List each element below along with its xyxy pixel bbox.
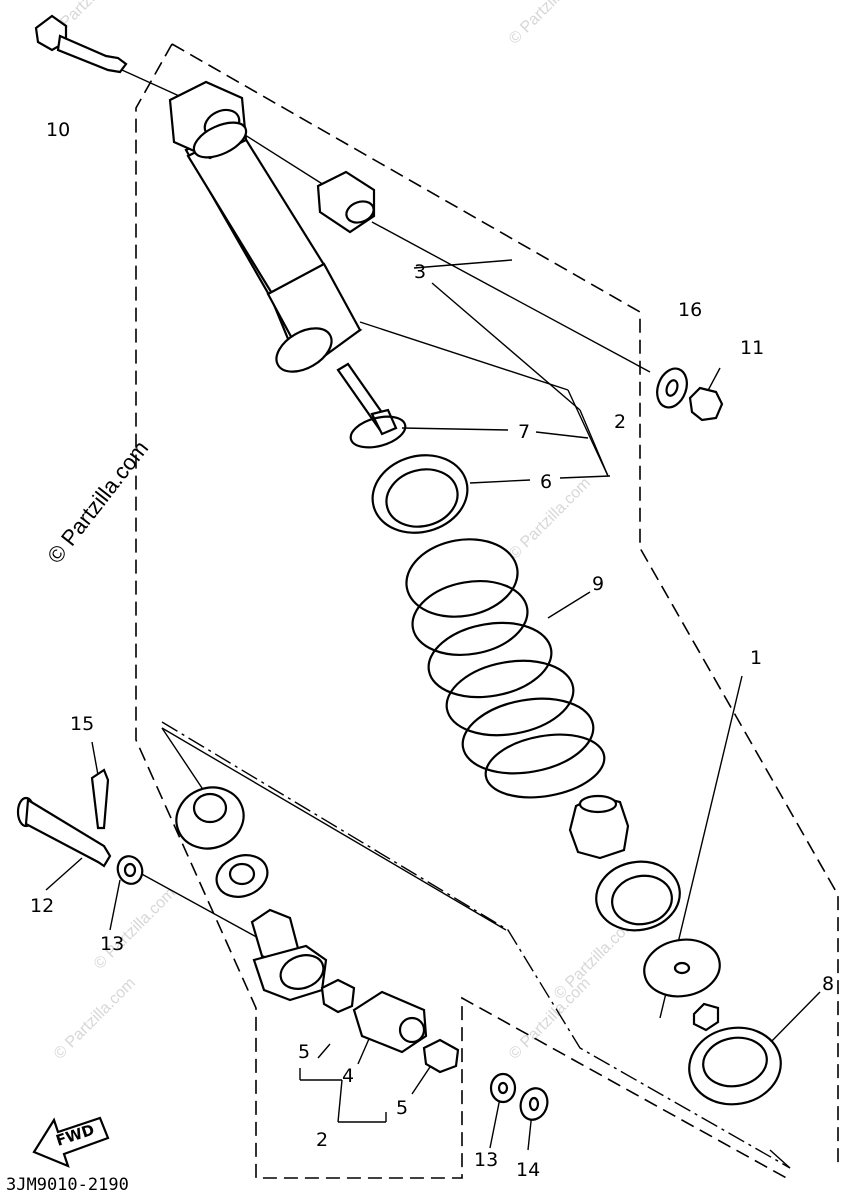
faint-watermark: © Partzilla.com: [51, 975, 139, 1063]
callout-14: 14: [516, 1159, 540, 1181]
lower-cup: [595, 860, 681, 932]
bearing-8: [688, 1026, 782, 1106]
callout-3: 3: [414, 261, 426, 283]
faint-watermarks: © Partzilla.com © Partzilla.com © Partzi…: [46, 0, 639, 1063]
small-nut: [692, 1002, 720, 1032]
washer-16: [656, 367, 688, 409]
lower-assembly-outline: [161, 721, 791, 1169]
callout-9: 9: [592, 573, 604, 595]
bump-stopper: [568, 794, 630, 860]
callouts: 1 2 2 3 4 5 5 6 7 8 9 10 11 12 13 13 14 …: [30, 119, 834, 1181]
upper-bolt: [34, 14, 128, 74]
callout-16: 16: [678, 299, 702, 321]
spring-9: [405, 538, 606, 799]
callout-5-lower: 5: [396, 1097, 408, 1119]
collar-4: [352, 990, 428, 1054]
spring-seat-6: [371, 454, 469, 534]
callout-8: 8: [822, 973, 834, 995]
nut-11: [688, 386, 724, 422]
washer-14: [519, 1087, 549, 1121]
callout-13: 13: [100, 933, 124, 955]
washer-13-left: [116, 855, 144, 885]
callout-5: 5: [298, 1041, 310, 1063]
assembly-outline: [135, 43, 839, 1181]
callout-15: 15: [70, 713, 94, 735]
callout-13-lower: 13: [474, 1149, 498, 1171]
circlip-7: [349, 415, 407, 449]
callout-4: 4: [342, 1065, 354, 1087]
faint-watermark: © Partzilla.com: [506, 0, 594, 48]
collar-3: [316, 170, 376, 234]
faint-watermark: © Partzilla.com: [506, 975, 594, 1063]
disc: [643, 938, 721, 998]
callout-11: 11: [740, 337, 764, 359]
callout-2: 2: [614, 411, 626, 433]
callout-7: 7: [518, 421, 530, 443]
fwd-arrow-icon: FWD: [32, 1116, 110, 1168]
bushing-5-lower: [422, 1038, 460, 1074]
lower-pin-12: [16, 796, 112, 868]
callout-6: 6: [540, 471, 552, 493]
bushing-5-upper: [320, 978, 356, 1014]
callout-10: 10: [46, 119, 70, 141]
callout-12: 12: [30, 895, 54, 917]
cotter-pin-15: [90, 768, 110, 830]
diagram-code: 3JM9010-2190: [6, 1175, 129, 1195]
shock-absorber: [168, 80, 398, 436]
washer-13-right: [489, 1072, 517, 1104]
callout-1: 1: [750, 647, 762, 669]
callout-2-lower: 2: [316, 1129, 328, 1151]
faint-watermark: © Partzilla.com: [91, 885, 179, 973]
lower-mount-parts: [175, 786, 328, 1002]
